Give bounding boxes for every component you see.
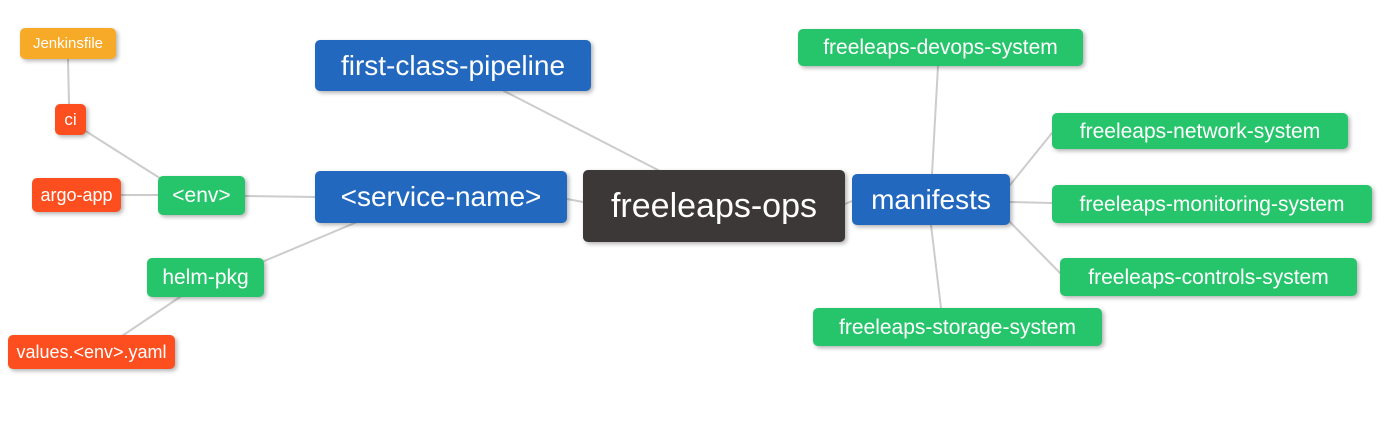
node-ci[interactable]: ci bbox=[55, 104, 86, 135]
node-network-system[interactable]: freeleaps-network-system bbox=[1052, 113, 1348, 149]
edge-service-name-to-helm-pkg bbox=[261, 221, 358, 263]
edge-manifests-to-storage-system bbox=[930, 224, 942, 309]
edge-manifests-to-network-system bbox=[1009, 132, 1053, 186]
edge-freeleaps-ops-to-manifests bbox=[844, 200, 853, 205]
node-values-env-yaml[interactable]: values.<env>.yaml bbox=[8, 335, 175, 369]
edge-jenkinsfile-to-ci bbox=[67, 58, 70, 105]
edge-service-name-to-freeleaps-ops bbox=[566, 198, 584, 203]
edge-manifests-to-monitoring-system bbox=[1009, 201, 1053, 204]
node-helm-pkg[interactable]: helm-pkg bbox=[147, 258, 264, 297]
edge-ci-to-env bbox=[83, 129, 167, 183]
node-service-name[interactable]: <service-name> bbox=[315, 171, 567, 223]
node-jenkinsfile[interactable]: Jenkinsfile bbox=[20, 28, 116, 59]
node-argo-app[interactable]: argo-app bbox=[32, 178, 121, 212]
node-devops-system[interactable]: freeleaps-devops-system bbox=[798, 29, 1083, 66]
node-monitoring-system[interactable]: freeleaps-monitoring-system bbox=[1052, 185, 1372, 223]
node-manifests[interactable]: manifests bbox=[852, 174, 1010, 225]
edge-env-to-service-name bbox=[244, 195, 316, 198]
edge-manifests-to-controls-system bbox=[1006, 218, 1061, 274]
node-first-class-pipeline[interactable]: first-class-pipeline bbox=[315, 40, 591, 91]
node-controls-system[interactable]: freeleaps-controls-system bbox=[1060, 258, 1357, 296]
node-freeleaps-ops[interactable]: freeleaps-ops bbox=[583, 170, 845, 242]
edge-manifests-to-devops-system bbox=[931, 65, 939, 175]
node-env[interactable]: <env> bbox=[158, 176, 245, 215]
edge-helm-pkg-to-values-env-yaml bbox=[121, 296, 181, 337]
node-storage-system[interactable]: freeleaps-storage-system bbox=[813, 308, 1102, 346]
edge-first-class-pipeline-to-freeleaps-ops bbox=[503, 90, 659, 171]
